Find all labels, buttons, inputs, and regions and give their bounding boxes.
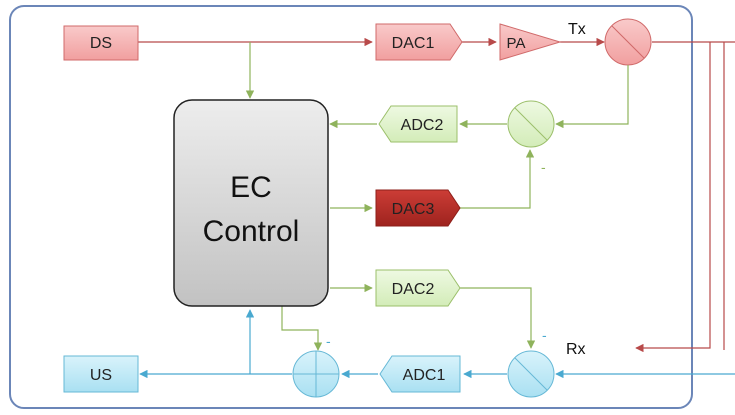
- ds-label: DS: [90, 35, 112, 52]
- minus-sign-us: -: [326, 333, 331, 349]
- ec-control-label-line2: Control: [203, 215, 300, 248]
- minus-sign-rx: -: [542, 327, 547, 343]
- ec-control-label-line1: EC: [230, 171, 272, 204]
- adc2-block: ADC2: [378, 105, 458, 143]
- ec-control-block: EC Control: [173, 99, 329, 307]
- control-path-wires: [245, 42, 629, 351]
- rx-adder: [507, 350, 555, 398]
- dac2-block: DAC2: [375, 269, 461, 307]
- echo-adder: [507, 100, 555, 148]
- adc1-label: ADC1: [403, 367, 446, 384]
- dac2-label: DAC2: [392, 281, 435, 298]
- tx-path-wires: [138, 37, 735, 353]
- adc1-block: ADC1: [379, 355, 461, 393]
- system-frame: [9, 5, 693, 409]
- dac1-block: DAC1: [375, 23, 463, 61]
- rx-path-wires: [139, 309, 735, 379]
- adc2-label: ADC2: [401, 117, 444, 134]
- rx-label: Rx: [566, 341, 586, 358]
- tx-coupler: [604, 18, 652, 66]
- dac3-label: DAC3: [392, 201, 435, 218]
- us-adder: [292, 350, 340, 398]
- pa-amplifier: PA: [499, 23, 562, 61]
- us-label: US: [90, 367, 112, 384]
- tx-label: Tx: [568, 21, 586, 38]
- minus-sign-echo: -: [541, 159, 546, 175]
- ds-block: DS: [63, 25, 139, 61]
- us-block: US: [63, 355, 139, 393]
- dac1-label: DAC1: [392, 35, 435, 52]
- pa-label: PA: [507, 35, 526, 52]
- dac3-block: DAC3: [375, 189, 461, 227]
